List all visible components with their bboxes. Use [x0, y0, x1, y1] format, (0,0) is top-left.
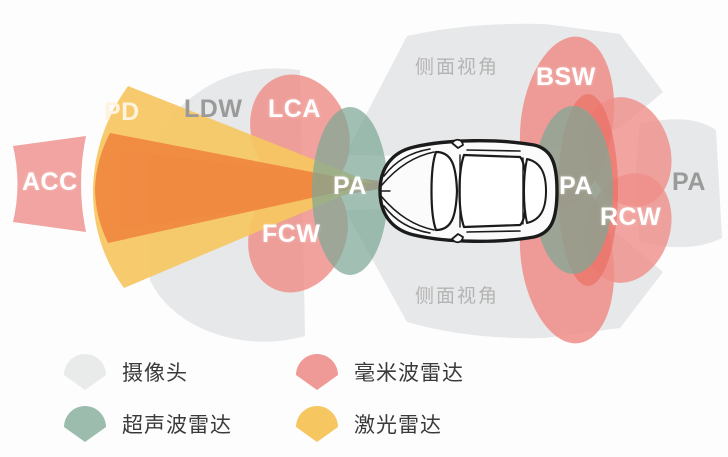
camera-swatch-icon: [64, 354, 106, 390]
ultrasonic-zone-rear-pa: [533, 106, 613, 274]
legend-item-lidar: 激光雷达: [294, 404, 442, 444]
lidar-swatch-icon: [296, 406, 338, 442]
legend-item-ultrasonic: 超声波雷达: [62, 404, 232, 444]
vehicle-hood-line-bottom: [383, 205, 431, 234]
lidar-zone-inner: [95, 133, 374, 243]
ultrasonic-zone-front-pa: [312, 107, 388, 275]
vehicle-rear-window: [523, 158, 547, 224]
vehicle-mirror-left: [451, 138, 464, 149]
vehicle-door-seam-bottom: [466, 230, 521, 233]
legend-label-camera: 摄像头: [122, 362, 188, 385]
vehicle-hood-edge-low: [380, 195, 435, 231]
vehicle-mirror-right: [451, 233, 464, 244]
side-view-label-top: 侧面视角: [415, 57, 500, 78]
legend-item-camera: 摄像头: [62, 352, 188, 392]
ultrasonic-coverage-group: [312, 106, 613, 275]
lidar-coverage-group: [92, 86, 374, 288]
legend-label-mmwave: 毫米波雷达: [354, 362, 464, 385]
legend-label-ultrasonic: 超声波雷达: [122, 414, 232, 437]
radar-zone-acc: [13, 136, 86, 232]
vehicle-hood-line-top: [383, 148, 431, 177]
vehicle-door-seam-top: [466, 149, 521, 152]
side-view-label-bottom: 侧面视角: [415, 286, 500, 307]
vehicle-roof: [458, 153, 528, 229]
legend: 摄像头 超声波雷达 毫米波雷达 激光雷达: [62, 352, 542, 452]
legend-label-lidar: 激光雷达: [354, 414, 442, 437]
vehicle-hood-edge: [380, 151, 435, 187]
vehicle-windshield: [430, 150, 459, 232]
vehicle-top-view: [378, 138, 559, 244]
mmwave-swatch-icon: [296, 354, 338, 390]
ultrasonic-swatch-icon: [64, 406, 106, 442]
legend-item-mmwave: 毫米波雷达: [294, 352, 464, 392]
